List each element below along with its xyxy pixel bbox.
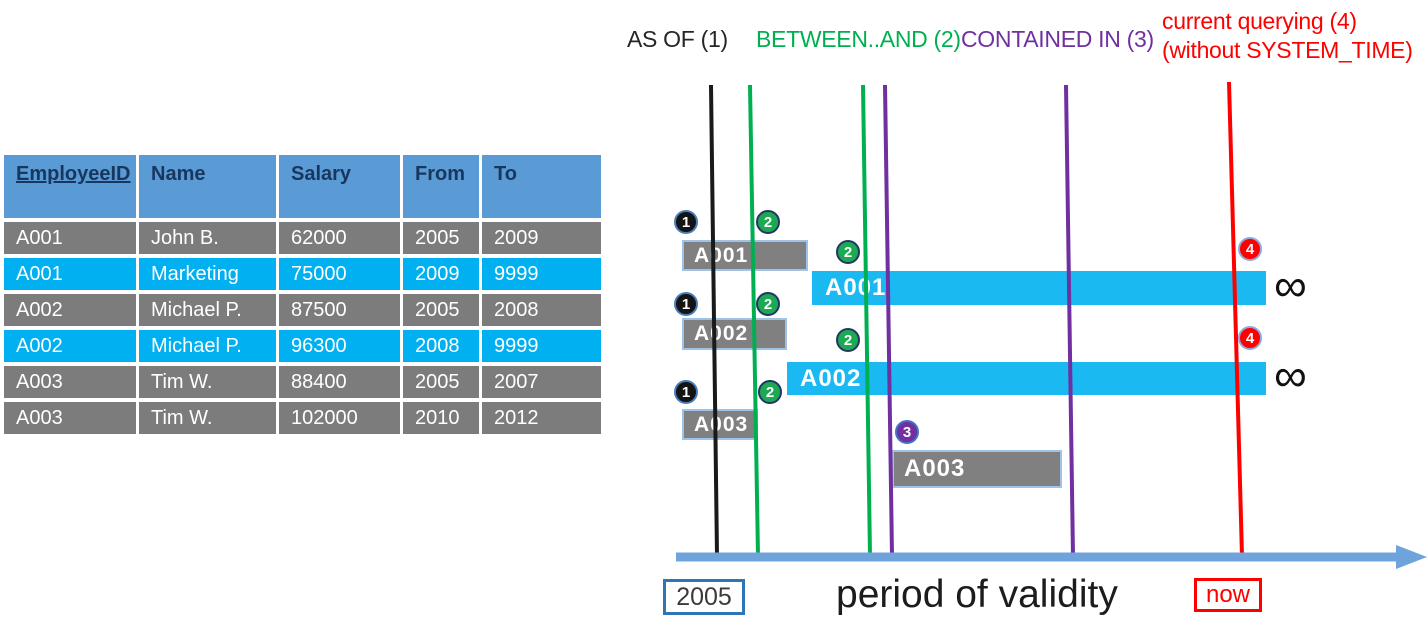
bar-label: A001 — [825, 274, 887, 301]
badge-2-between: 2 — [836, 328, 860, 352]
cell-employeeid: A003 — [4, 402, 136, 434]
contained-end-line — [1064, 84, 1075, 557]
time-axis-arrowhead — [1396, 545, 1427, 569]
cell-employeeid: A001 — [4, 258, 136, 290]
col-header-from: From — [403, 155, 479, 218]
bar-label: A002 — [800, 364, 862, 392]
cell-to: 9999 — [482, 330, 601, 362]
col-header-salary: Salary — [279, 155, 400, 218]
table-row: A001 John B. 62000 2005 2009 — [4, 222, 601, 254]
cell-to: 2009 — [482, 222, 601, 254]
cell-from: 2008 — [403, 330, 479, 362]
table-header-row: EmployeeID Name Salary From To — [4, 155, 601, 218]
axis-start-year-box: 2005 — [663, 579, 745, 615]
col-header-name: Name — [139, 155, 276, 218]
cell-from: 2010 — [403, 402, 479, 434]
cell-salary: 62000 — [279, 222, 400, 254]
cell-name: Michael P. — [139, 294, 276, 326]
cell-employeeid: A002 — [4, 330, 136, 362]
bar-label: A002 — [694, 322, 749, 345]
col-header-to: To — [482, 155, 601, 218]
contained-start-line — [883, 84, 894, 557]
legend-current-querying: current querying (4) (without SYSTEM_TIM… — [1162, 7, 1413, 65]
cell-salary: 96300 — [279, 330, 400, 362]
timeline-bar-a003-history-2: A003 — [892, 450, 1062, 488]
cell-name: Tim W. — [139, 366, 276, 398]
legend-as-of: AS OF (1) — [627, 26, 728, 52]
legend-current-querying-line2: (without SYSTEM_TIME) — [1162, 37, 1413, 63]
table-row: A002 Michael P. 96300 2008 9999 — [4, 330, 601, 362]
axis-title: period of validity — [836, 573, 1118, 616]
badge-2-between: 2 — [756, 292, 780, 316]
cell-from: 2005 — [403, 294, 479, 326]
between-end-line — [861, 84, 872, 557]
cell-employeeid: A001 — [4, 222, 136, 254]
badge-4-current: 4 — [1238, 326, 1262, 350]
badge-2-between: 2 — [836, 240, 860, 264]
cell-employeeid: A003 — [4, 366, 136, 398]
table-row: A003 Tim W. 88400 2005 2007 — [4, 366, 601, 398]
axis-now-box: now — [1194, 578, 1262, 612]
table-row: A002 Michael P. 87500 2005 2008 — [4, 294, 601, 326]
timeline-bar-a002-history: A002 — [682, 318, 787, 350]
cell-name: John B. — [139, 222, 276, 254]
badge-2-between: 2 — [758, 380, 782, 404]
cell-salary: 88400 — [279, 366, 400, 398]
cell-from: 2005 — [403, 366, 479, 398]
cell-name: Tim W. — [139, 402, 276, 434]
legend-contained-in: CONTAINED IN (3) — [961, 26, 1154, 52]
col-header-employeeid: EmployeeID — [4, 155, 136, 218]
cell-employeeid: A002 — [4, 294, 136, 326]
cell-name: Marketing — [139, 258, 276, 290]
badge-3-contained: 3 — [895, 420, 919, 444]
cell-from: 2005 — [403, 222, 479, 254]
timeline-bar-a002-current: A002 — [787, 362, 1266, 395]
table-row: A003 Tim W. 102000 2010 2012 — [4, 402, 601, 434]
badge-1-as-of: 1 — [674, 380, 698, 404]
cell-salary: 102000 — [279, 402, 400, 434]
cell-to: 2007 — [482, 366, 601, 398]
cell-salary: 75000 — [279, 258, 400, 290]
now-line — [1227, 81, 1244, 557]
cell-name: Michael P. — [139, 330, 276, 362]
cell-to: 2008 — [482, 294, 601, 326]
badge-1-as-of: 1 — [674, 292, 698, 316]
cell-from: 2009 — [403, 258, 479, 290]
timeline-bar-a001-current: A001 — [812, 271, 1266, 305]
employee-history-table: EmployeeID Name Salary From To A001 John… — [1, 151, 604, 438]
cell-to: 9999 — [482, 258, 601, 290]
infinity-symbol: ∞ — [1274, 349, 1307, 401]
infinity-symbol: ∞ — [1274, 259, 1307, 311]
badge-4-current: 4 — [1238, 237, 1262, 261]
bar-label: A003 — [904, 455, 966, 482]
legend-current-querying-line1: current querying (4) — [1162, 8, 1357, 34]
cell-salary: 87500 — [279, 294, 400, 326]
table-row: A001 Marketing 75000 2009 9999 — [4, 258, 601, 290]
cell-to: 2012 — [482, 402, 601, 434]
badge-1-as-of: 1 — [674, 210, 698, 234]
timeline-bar-a003-history-1: A003 — [682, 409, 758, 440]
badge-2-between: 2 — [756, 210, 780, 234]
legend-between-and: BETWEEN..AND (2) — [756, 26, 961, 52]
timeline-bar-a001-history: A001 — [682, 240, 808, 271]
bar-label: A001 — [694, 243, 749, 267]
bar-label: A003 — [694, 412, 749, 436]
